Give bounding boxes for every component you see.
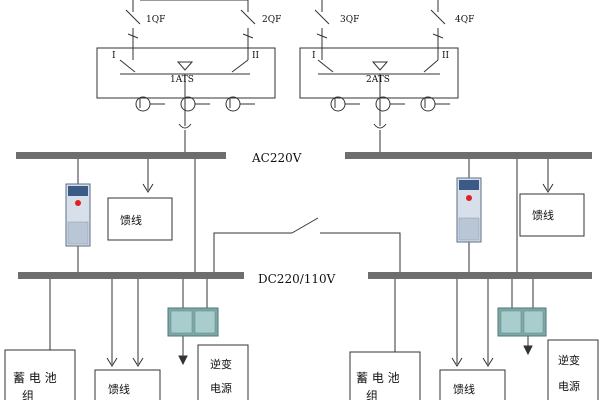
charger-module-left bbox=[65, 183, 91, 247]
breaker-label-3qf: 3QF bbox=[340, 15, 359, 25]
current-transformer-icon bbox=[420, 96, 436, 112]
ats-label-right: 2ATS bbox=[366, 75, 390, 85]
inverter-label-line1: 逆变 bbox=[210, 357, 232, 371]
battery-label-line1: 蓄 电 池 bbox=[356, 371, 400, 385]
inverter-unit-left bbox=[167, 307, 219, 337]
breaker-label-2qf: 2QF bbox=[262, 15, 281, 25]
current-transformer-icon bbox=[330, 96, 346, 112]
battery-label-line2: 组 bbox=[22, 389, 34, 400]
indicator-light-icon bbox=[75, 200, 81, 206]
ats-input-2-label: II bbox=[252, 51, 260, 61]
inverter-unit-right bbox=[497, 307, 547, 337]
ats-label-left: 1ATS bbox=[170, 75, 194, 85]
battery-label-line2: 组 bbox=[366, 389, 378, 400]
inverter-label-line2: 电源 bbox=[558, 379, 580, 393]
current-transformer-icon bbox=[180, 96, 196, 112]
dc-bus-label: DC220/110V bbox=[258, 272, 336, 286]
feeder-label: 馈线 bbox=[453, 382, 475, 396]
left-dc-branches bbox=[49, 279, 208, 367]
right-dc-branches bbox=[394, 279, 534, 367]
feeder-label: 馈线 bbox=[108, 382, 130, 396]
feeder-box-dc-left bbox=[94, 369, 161, 400]
dc-bus-left bbox=[18, 272, 244, 279]
right-ac-branches bbox=[468, 159, 554, 272]
feeder-box-dc-right bbox=[439, 369, 506, 400]
ac-bus-right bbox=[345, 152, 592, 159]
left-ac-branches bbox=[77, 159, 401, 272]
feeder-label: 馈线 bbox=[120, 213, 142, 227]
dc-bus-right bbox=[368, 272, 592, 279]
feeder-box-ac-right bbox=[519, 193, 585, 237]
inverter-box-left bbox=[197, 344, 249, 400]
right-ats-section bbox=[299, 0, 459, 152]
battery-box-left bbox=[4, 349, 76, 400]
current-transformer-icon bbox=[375, 96, 391, 112]
ac-bus-left bbox=[16, 152, 226, 159]
ats-input-2-label: II bbox=[442, 51, 450, 61]
ats-box-right bbox=[299, 47, 459, 99]
inverter-label-line1: 逆变 bbox=[558, 353, 580, 367]
breaker-label-1qf: 1QF bbox=[146, 15, 165, 25]
indicator-light-icon bbox=[466, 195, 472, 201]
battery-label-line1: 蓄 电 池 bbox=[13, 371, 57, 385]
ats-input-1-label: I bbox=[112, 51, 116, 61]
inverter-box-right bbox=[547, 339, 599, 400]
battery-box-right bbox=[349, 351, 421, 400]
inverter-label-line2: 电源 bbox=[210, 381, 232, 395]
feeder-label: 馈线 bbox=[532, 208, 554, 222]
charger-module-right bbox=[456, 177, 482, 243]
breaker-label-4qf: 4QF bbox=[455, 15, 474, 25]
ats-input-1-label: I bbox=[312, 51, 316, 61]
left-ats-section bbox=[96, 0, 276, 152]
current-transformer-icon bbox=[225, 96, 241, 112]
current-transformer-icon bbox=[135, 96, 151, 112]
ac-bus-label: AC220V bbox=[251, 151, 302, 165]
feeder-box-ac-left bbox=[107, 197, 173, 241]
